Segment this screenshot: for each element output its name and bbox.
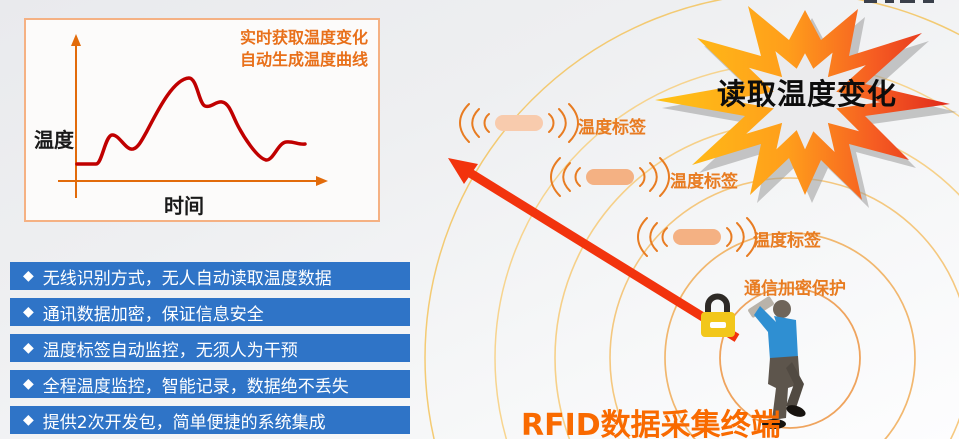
tag-label-1: 温度标签 (578, 118, 646, 138)
feature-item: ◆ 全程温度监控，智能记录，数据绝不丢失 (10, 370, 410, 398)
worker-figure (748, 296, 806, 429)
feature-item: ◆ 提供2次开发包，简单便捷的系统集成 (10, 406, 410, 434)
feature-text: 无线识别方式，无人自动读取温度数据 (42, 268, 332, 289)
y-axis-label: 温度 (34, 128, 74, 152)
encryption-label: 通信加密保护 (744, 279, 846, 299)
diamond-bullet-icon: ◆ (23, 376, 34, 392)
feature-item: ◆ 温度标签自动监控，无须人为干预 (10, 334, 410, 362)
rfid-tag-3 (637, 217, 757, 257)
temperature-curve-chart (58, 34, 328, 198)
burst-label: 读取温度变化 (716, 77, 897, 111)
feature-item: ◆ 通讯数据加密，保证信息安全 (10, 298, 410, 326)
feature-item: ◆ 无线识别方式，无人自动读取温度数据 (10, 262, 410, 290)
x-axis-label: 时间 (164, 194, 204, 218)
temperature-chart-panel: 实时获取温度变化 自动生成温度曲线 温度 时间 (24, 18, 380, 222)
feature-text: 通讯数据加密，保证信息安全 (42, 304, 264, 325)
diamond-bullet-icon: ◆ (23, 268, 34, 284)
chart-annotation: 实时获取温度变化 自动生成温度曲线 (240, 27, 368, 72)
temperature-curve (75, 76, 307, 166)
padlock-icon (701, 293, 735, 337)
chart-annotation-line1: 实时获取温度变化 (239, 28, 368, 47)
feature-text: 提供2次开发包，简单便捷的系统集成 (42, 412, 326, 433)
diamond-bullet-icon: ◆ (23, 340, 34, 356)
tag-label-2: 温度标签 (670, 172, 738, 192)
feature-text: 温度标签自动监控，无须人为干预 (42, 340, 298, 361)
cropped-logo-marks (864, 0, 934, 3)
terminal-label: RFID数据采集终端 (521, 408, 781, 439)
rfid-tag-1 (459, 103, 579, 143)
diamond-bullet-icon: ◆ (23, 412, 34, 428)
chart-annotation-line2: 自动生成温度曲线 (239, 50, 368, 70)
diamond-bullet-icon: ◆ (23, 304, 34, 320)
chart-axes (58, 34, 328, 198)
rfid-tag-2 (550, 157, 670, 197)
tag-label-3: 温度标签 (753, 231, 821, 251)
feature-text: 全程温度监控，智能记录，数据绝不丢失 (42, 376, 349, 397)
feature-list: ◆ 无线识别方式，无人自动读取温度数据 ◆ 通讯数据加密，保证信息安全 ◆ 温度… (10, 262, 410, 439)
